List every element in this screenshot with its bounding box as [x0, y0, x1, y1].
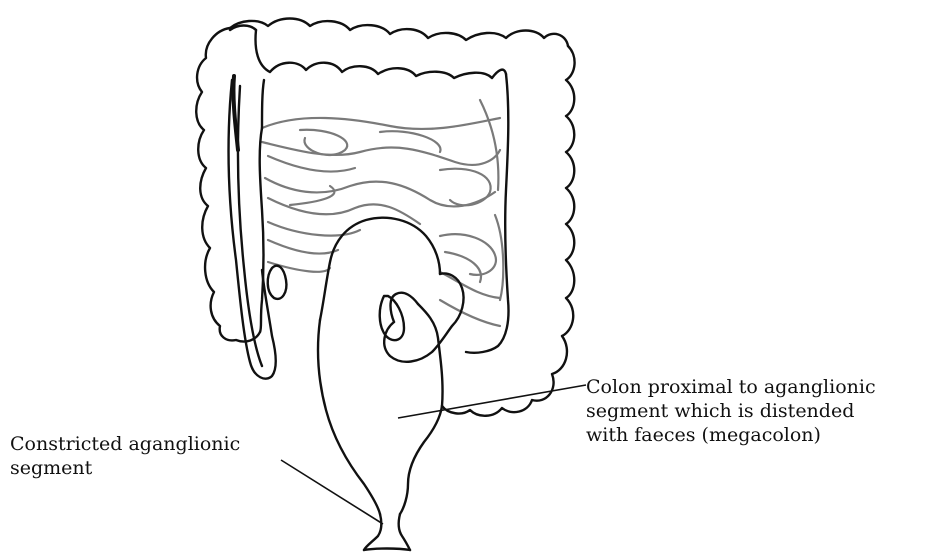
- ascending-colon: [196, 26, 286, 379]
- label-proximal-line1: Colon proximal to aganglionic: [586, 375, 876, 399]
- label-constricted-line1: Constricted aganglionic: [10, 432, 240, 456]
- label-proximal-line3: with faeces (megacolon): [586, 423, 876, 447]
- small-intestine: [262, 100, 503, 326]
- leader-line-proximal: [398, 385, 586, 418]
- label-proximal-line2: segment which is distended: [586, 399, 876, 423]
- aganglionic-segment: [364, 514, 410, 550]
- label-proximal-colon: Colon proximal to aganglionic segment wh…: [586, 375, 876, 447]
- leader-line-constricted: [281, 460, 383, 524]
- label-constricted-segment: Constricted aganglionic segment: [10, 432, 240, 480]
- label-constricted-line2: segment: [10, 456, 240, 480]
- transverse-colon: [230, 19, 568, 129]
- descending-colon: [442, 46, 575, 416]
- megacolon: [318, 218, 464, 514]
